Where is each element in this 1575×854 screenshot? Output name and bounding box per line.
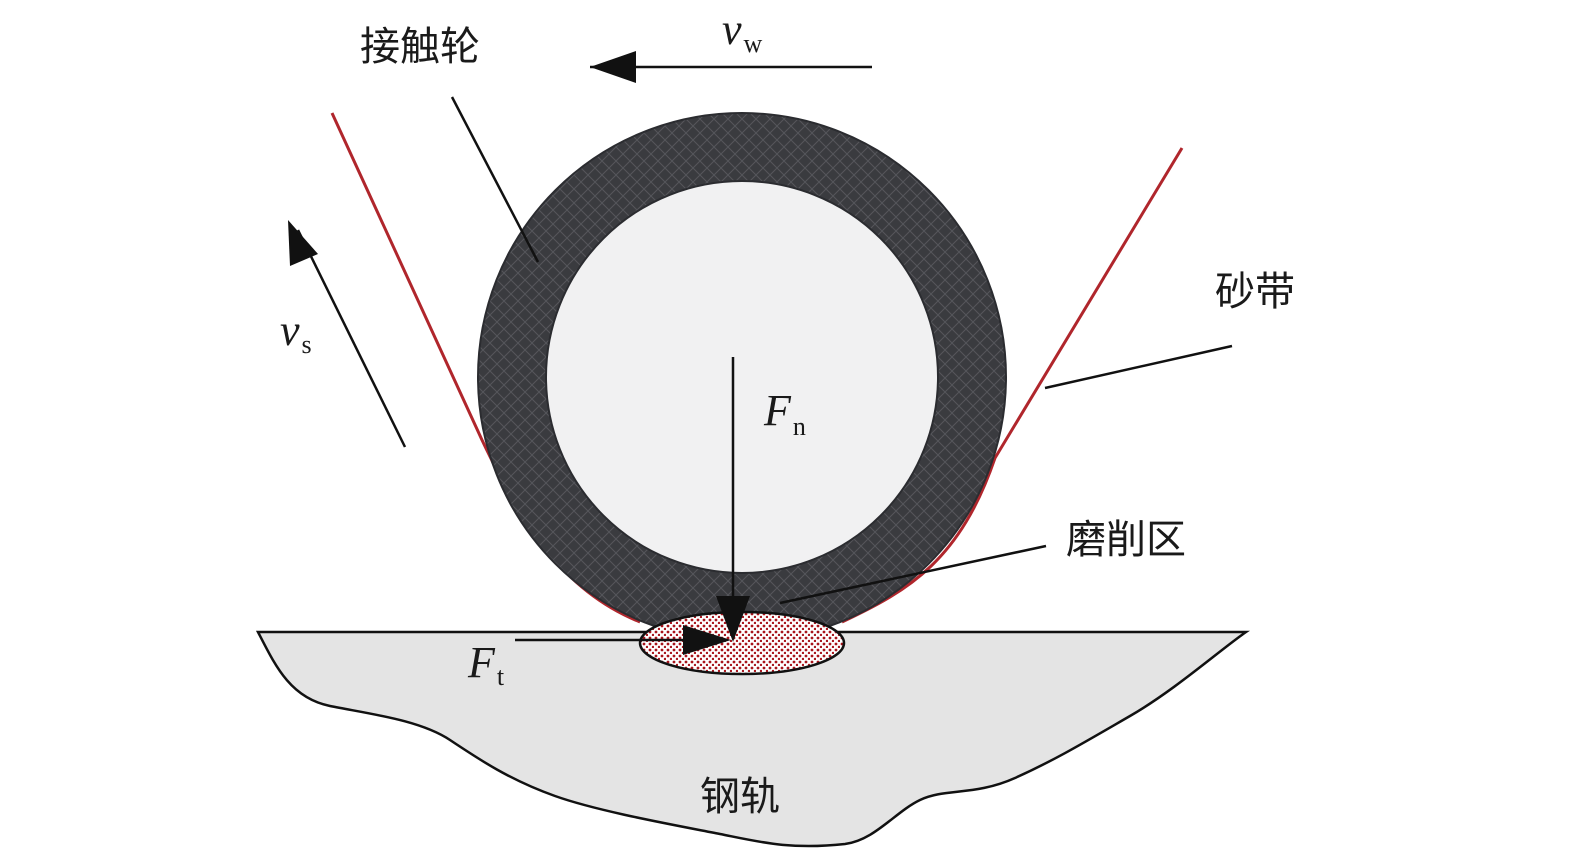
- label-rail: 钢轨: [700, 774, 780, 820]
- symbol-ft: Ft: [467, 638, 505, 691]
- symbol-ft-main: F: [467, 638, 496, 687]
- symbol-vw: vw: [722, 5, 763, 58]
- rail-shape: [255, 630, 1250, 848]
- symbol-ft-sub: t: [497, 662, 505, 691]
- label-grinding-zone: 磨削区: [1066, 517, 1186, 563]
- symbol-vs: vs: [280, 306, 312, 359]
- grinding-zone: [638, 610, 846, 676]
- symbol-vs-sub: s: [302, 330, 312, 359]
- contact-wheel-hub: [545, 180, 939, 574]
- label-belt: 砂带: [1215, 269, 1295, 315]
- contact-wheel-leader: [450, 96, 540, 263]
- vs-arrow: [296, 229, 407, 448]
- belt-leader: [1044, 344, 1233, 390]
- grinding-zone-leader: [779, 544, 1047, 605]
- vw-arrow-head: [590, 51, 636, 83]
- symbol-vw-sub: w: [744, 29, 763, 58]
- label-contact-wheel: 接触轮: [360, 24, 480, 70]
- symbol-fn: Fn: [763, 386, 806, 441]
- symbol-vw-main: v: [722, 5, 742, 54]
- symbol-fn-main: F: [763, 386, 792, 435]
- vs-arrow-head: [288, 220, 318, 266]
- ft-arrow-head: [683, 625, 731, 655]
- symbol-vs-main: v: [280, 306, 300, 355]
- fn-arrow-head: [716, 596, 750, 642]
- symbol-fn-sub: n: [793, 412, 806, 441]
